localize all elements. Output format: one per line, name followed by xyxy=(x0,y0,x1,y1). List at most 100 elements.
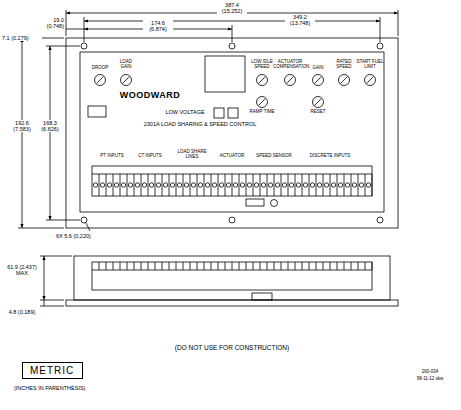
side-connector xyxy=(252,293,272,300)
terminal-tick xyxy=(274,262,275,270)
terminal-tick xyxy=(344,262,345,270)
terminal-screw xyxy=(107,183,111,187)
terminal-screw xyxy=(135,183,139,187)
terminal-screw xyxy=(247,183,251,187)
terminal-screw xyxy=(93,183,97,187)
terminal-tick xyxy=(141,262,142,270)
terminal-tick xyxy=(372,262,373,270)
terminal-tick xyxy=(134,262,135,270)
terminal-screw xyxy=(149,183,153,187)
terminal-screw xyxy=(226,183,230,187)
terminal-tick xyxy=(197,262,198,270)
terminal-divider xyxy=(113,174,114,196)
pot-slot xyxy=(123,77,130,84)
panel-text: ACTUATOR COMPENSATION xyxy=(273,60,307,70)
terminal-screw xyxy=(205,183,209,187)
terminal-divider xyxy=(246,174,247,196)
dimension-line xyxy=(66,29,84,30)
terminal-divider xyxy=(372,174,373,196)
dimension-line xyxy=(22,38,23,228)
pot-slot xyxy=(341,77,348,84)
pot-slot xyxy=(367,77,374,84)
terminal-strip xyxy=(92,166,372,196)
terminal-tick xyxy=(183,262,184,270)
indicator-square xyxy=(228,108,238,118)
terminal-divider xyxy=(211,174,212,196)
mounting-hole xyxy=(377,43,383,49)
dimension-text: 6X 5.6 (0.220) xyxy=(56,233,116,239)
terminal-screw xyxy=(191,183,195,187)
terminal-divider xyxy=(218,174,219,196)
terminal-divider xyxy=(316,174,317,196)
terminal-screw xyxy=(114,183,118,187)
indicator-square xyxy=(214,108,224,118)
terminal-divider xyxy=(232,174,233,196)
terminal-tick xyxy=(148,262,149,270)
dimension-text: 61.9 (2.437) MAX xyxy=(7,264,37,276)
terminal-screw xyxy=(338,183,342,187)
terminal-tick xyxy=(302,262,303,270)
terminal-tick xyxy=(99,262,100,270)
terminal-tick xyxy=(351,262,352,270)
indicator-window xyxy=(88,106,106,117)
terminal-tick xyxy=(211,262,212,270)
terminal-divider xyxy=(162,174,163,196)
terminal-screw xyxy=(163,183,167,187)
terminal-tick xyxy=(232,262,233,270)
terminal-tick xyxy=(239,262,240,270)
terminal-screw xyxy=(275,183,279,187)
extension-line xyxy=(40,256,72,257)
terminal-tick xyxy=(127,262,128,270)
panel-text: PT INPUTS xyxy=(94,154,130,159)
dimension-text: 19.0 (0.748) xyxy=(38,17,64,29)
terminal-tick xyxy=(204,262,205,270)
terminal-divider xyxy=(197,174,198,196)
terminal-divider xyxy=(302,174,303,196)
terminal-screw xyxy=(128,183,132,187)
dimension-text: 174.6 (6.874) xyxy=(143,20,173,32)
extension-line xyxy=(46,220,80,221)
panel-text: DROOP xyxy=(88,66,112,71)
terminal-screw xyxy=(184,183,188,187)
terminal-divider xyxy=(99,174,100,196)
front-panel xyxy=(80,52,384,212)
terminal-screw xyxy=(198,183,202,187)
terminal-divider xyxy=(260,174,261,196)
terminal-tick xyxy=(155,262,156,270)
terminal-tick xyxy=(295,262,296,270)
terminal-divider xyxy=(155,174,156,196)
dimension-text: 168.3 (6.626) xyxy=(38,120,62,132)
panel-text: LOAD GAIN xyxy=(114,60,138,70)
mounting-hole xyxy=(229,217,235,223)
pot-knob xyxy=(285,75,296,86)
terminal-divider xyxy=(169,174,170,196)
terminal-tick xyxy=(330,262,331,270)
side-housing xyxy=(74,256,390,300)
terminal-divider xyxy=(204,174,205,196)
panel-text: START FUEL LIMIT xyxy=(356,60,384,70)
terminal-screw xyxy=(219,183,223,187)
pot-knob xyxy=(313,97,324,108)
terminal-tick xyxy=(120,262,121,270)
panel-text: CT INPUTS xyxy=(132,154,168,159)
pot-slot xyxy=(259,99,266,106)
extension-line xyxy=(398,10,399,36)
terminal-tick xyxy=(169,262,170,270)
terminal-divider xyxy=(141,174,142,196)
terminal-tick xyxy=(288,262,289,270)
terminal-screw xyxy=(303,183,307,187)
pot-slot xyxy=(259,77,266,84)
terminal-tick xyxy=(309,262,310,270)
terminal-screw xyxy=(121,183,125,187)
potentiometers xyxy=(95,75,376,108)
box-text: METRIC xyxy=(23,363,82,378)
terminal-divider xyxy=(106,174,107,196)
mounting-hole xyxy=(377,217,383,223)
terminal-screw xyxy=(282,183,286,187)
panel-text: RAMP TIME xyxy=(249,110,275,115)
dimension-text: 192.6 (7.583) xyxy=(10,120,34,132)
pot-knob xyxy=(95,75,106,86)
terminal-tick xyxy=(246,262,247,270)
terminal-tick xyxy=(358,262,359,270)
extension-line xyxy=(232,25,233,42)
